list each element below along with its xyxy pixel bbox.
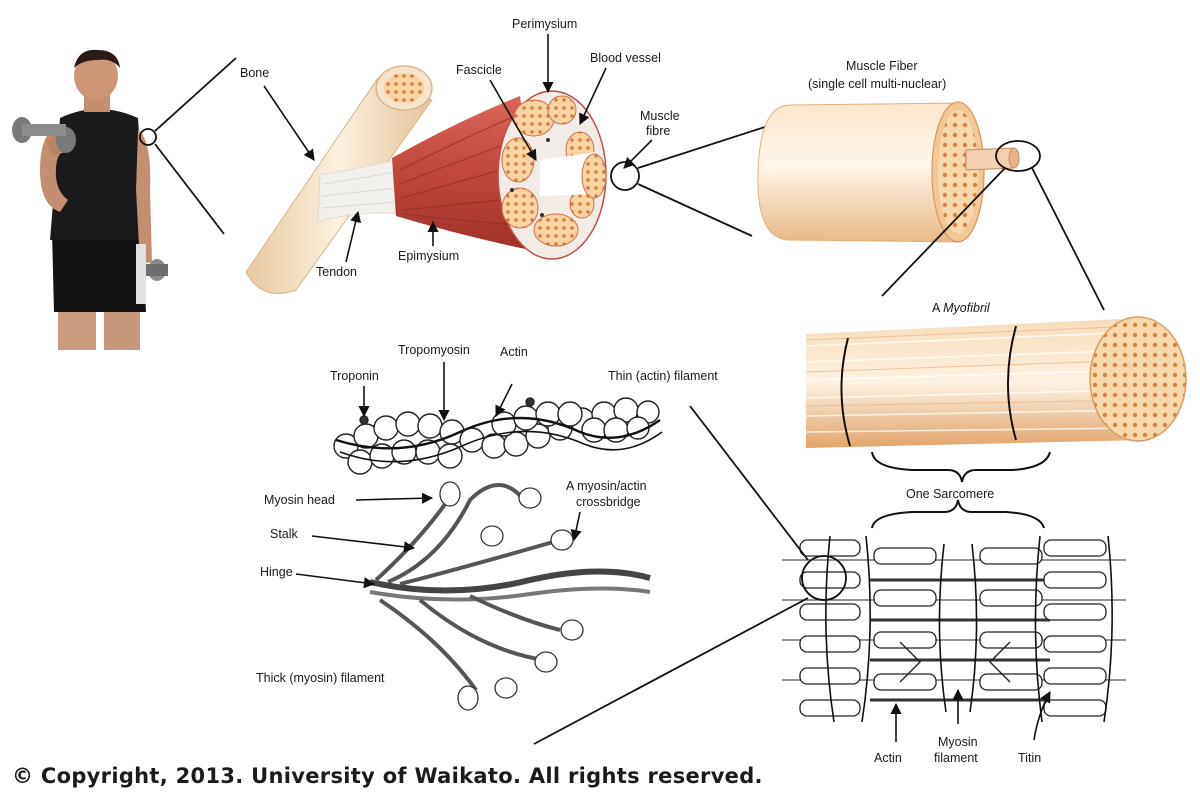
zoom-line xyxy=(154,143,225,235)
zoom-line xyxy=(881,167,1006,297)
blood-vessel-label: Blood vessel xyxy=(590,51,661,65)
one-sarcomere-label: One Sarcomere xyxy=(906,487,994,501)
tropomyosin-label: Tropomyosin xyxy=(398,343,470,357)
zoom-line xyxy=(637,125,769,169)
muscle-bundle-illustration xyxy=(392,90,607,260)
titin-label: Titin xyxy=(1018,751,1041,765)
myofibril-illustration xyxy=(805,316,1187,448)
actin-bottom-label: Actin xyxy=(874,751,902,765)
actin-top-label: Actin xyxy=(500,345,528,359)
copyright-notice: © Copyright, 2013. University of Waikato… xyxy=(12,764,763,788)
tendon-label: Tendon xyxy=(316,265,357,279)
myofibril-article: A xyxy=(932,301,943,315)
stalk-label: Stalk xyxy=(270,527,299,541)
myosin-filament-label-line2: filament xyxy=(934,751,978,765)
muscle-fiber-illustration xyxy=(757,101,1020,243)
sarcomere-brace-top xyxy=(871,451,1051,483)
myofibril-circle xyxy=(995,140,1041,172)
muscle-fiber-title: Muscle Fiber xyxy=(846,59,918,73)
thin-actin-filament-illustration xyxy=(333,397,663,475)
myofibril-label: A Myofibril xyxy=(932,301,991,315)
bone-label: Bone xyxy=(240,66,269,80)
zoom-line xyxy=(689,405,809,561)
myosin-filament-label-line1: Myosin xyxy=(938,735,978,749)
zoom-line xyxy=(154,57,237,132)
thick-filament-label: Thick (myosin) filament xyxy=(256,671,385,685)
man-lifting-dumbbell-illustration xyxy=(12,49,168,350)
label-arrows xyxy=(263,34,1051,742)
myosin-head-label: Myosin head xyxy=(264,493,335,507)
muscle-fiber-subtitle: (single cell multi-nuclear) xyxy=(808,77,946,91)
crossbridge-label-line2: crossbridge xyxy=(576,495,641,509)
epimysium-label: Epimysium xyxy=(398,249,459,263)
sarcomere-illustration xyxy=(782,535,1126,723)
zoom-line xyxy=(533,597,809,745)
thick-myosin-filament-illustration xyxy=(369,481,651,711)
tendon-illustration xyxy=(317,159,399,223)
troponin-label: Troponin xyxy=(330,369,379,383)
muscle-fibre-label-line2: fibre xyxy=(646,124,670,138)
thin-filament-label: Thin (actin) filament xyxy=(608,369,718,383)
sarcomere-detail-circle xyxy=(801,555,847,601)
fascicle-label: Fascicle xyxy=(456,63,502,77)
muscle-fibre-label-line1: Muscle xyxy=(640,109,680,123)
myofibril-word: Myofibril xyxy=(943,301,991,315)
zoom-line xyxy=(637,183,753,237)
crossbridge-label-line1: A myosin/actin xyxy=(566,479,647,493)
perimysium-label: Perimysium xyxy=(512,17,577,31)
sarcomere-brace-bottom xyxy=(871,499,1045,529)
zoom-line xyxy=(1031,167,1105,311)
hinge-label: Hinge xyxy=(260,565,293,579)
